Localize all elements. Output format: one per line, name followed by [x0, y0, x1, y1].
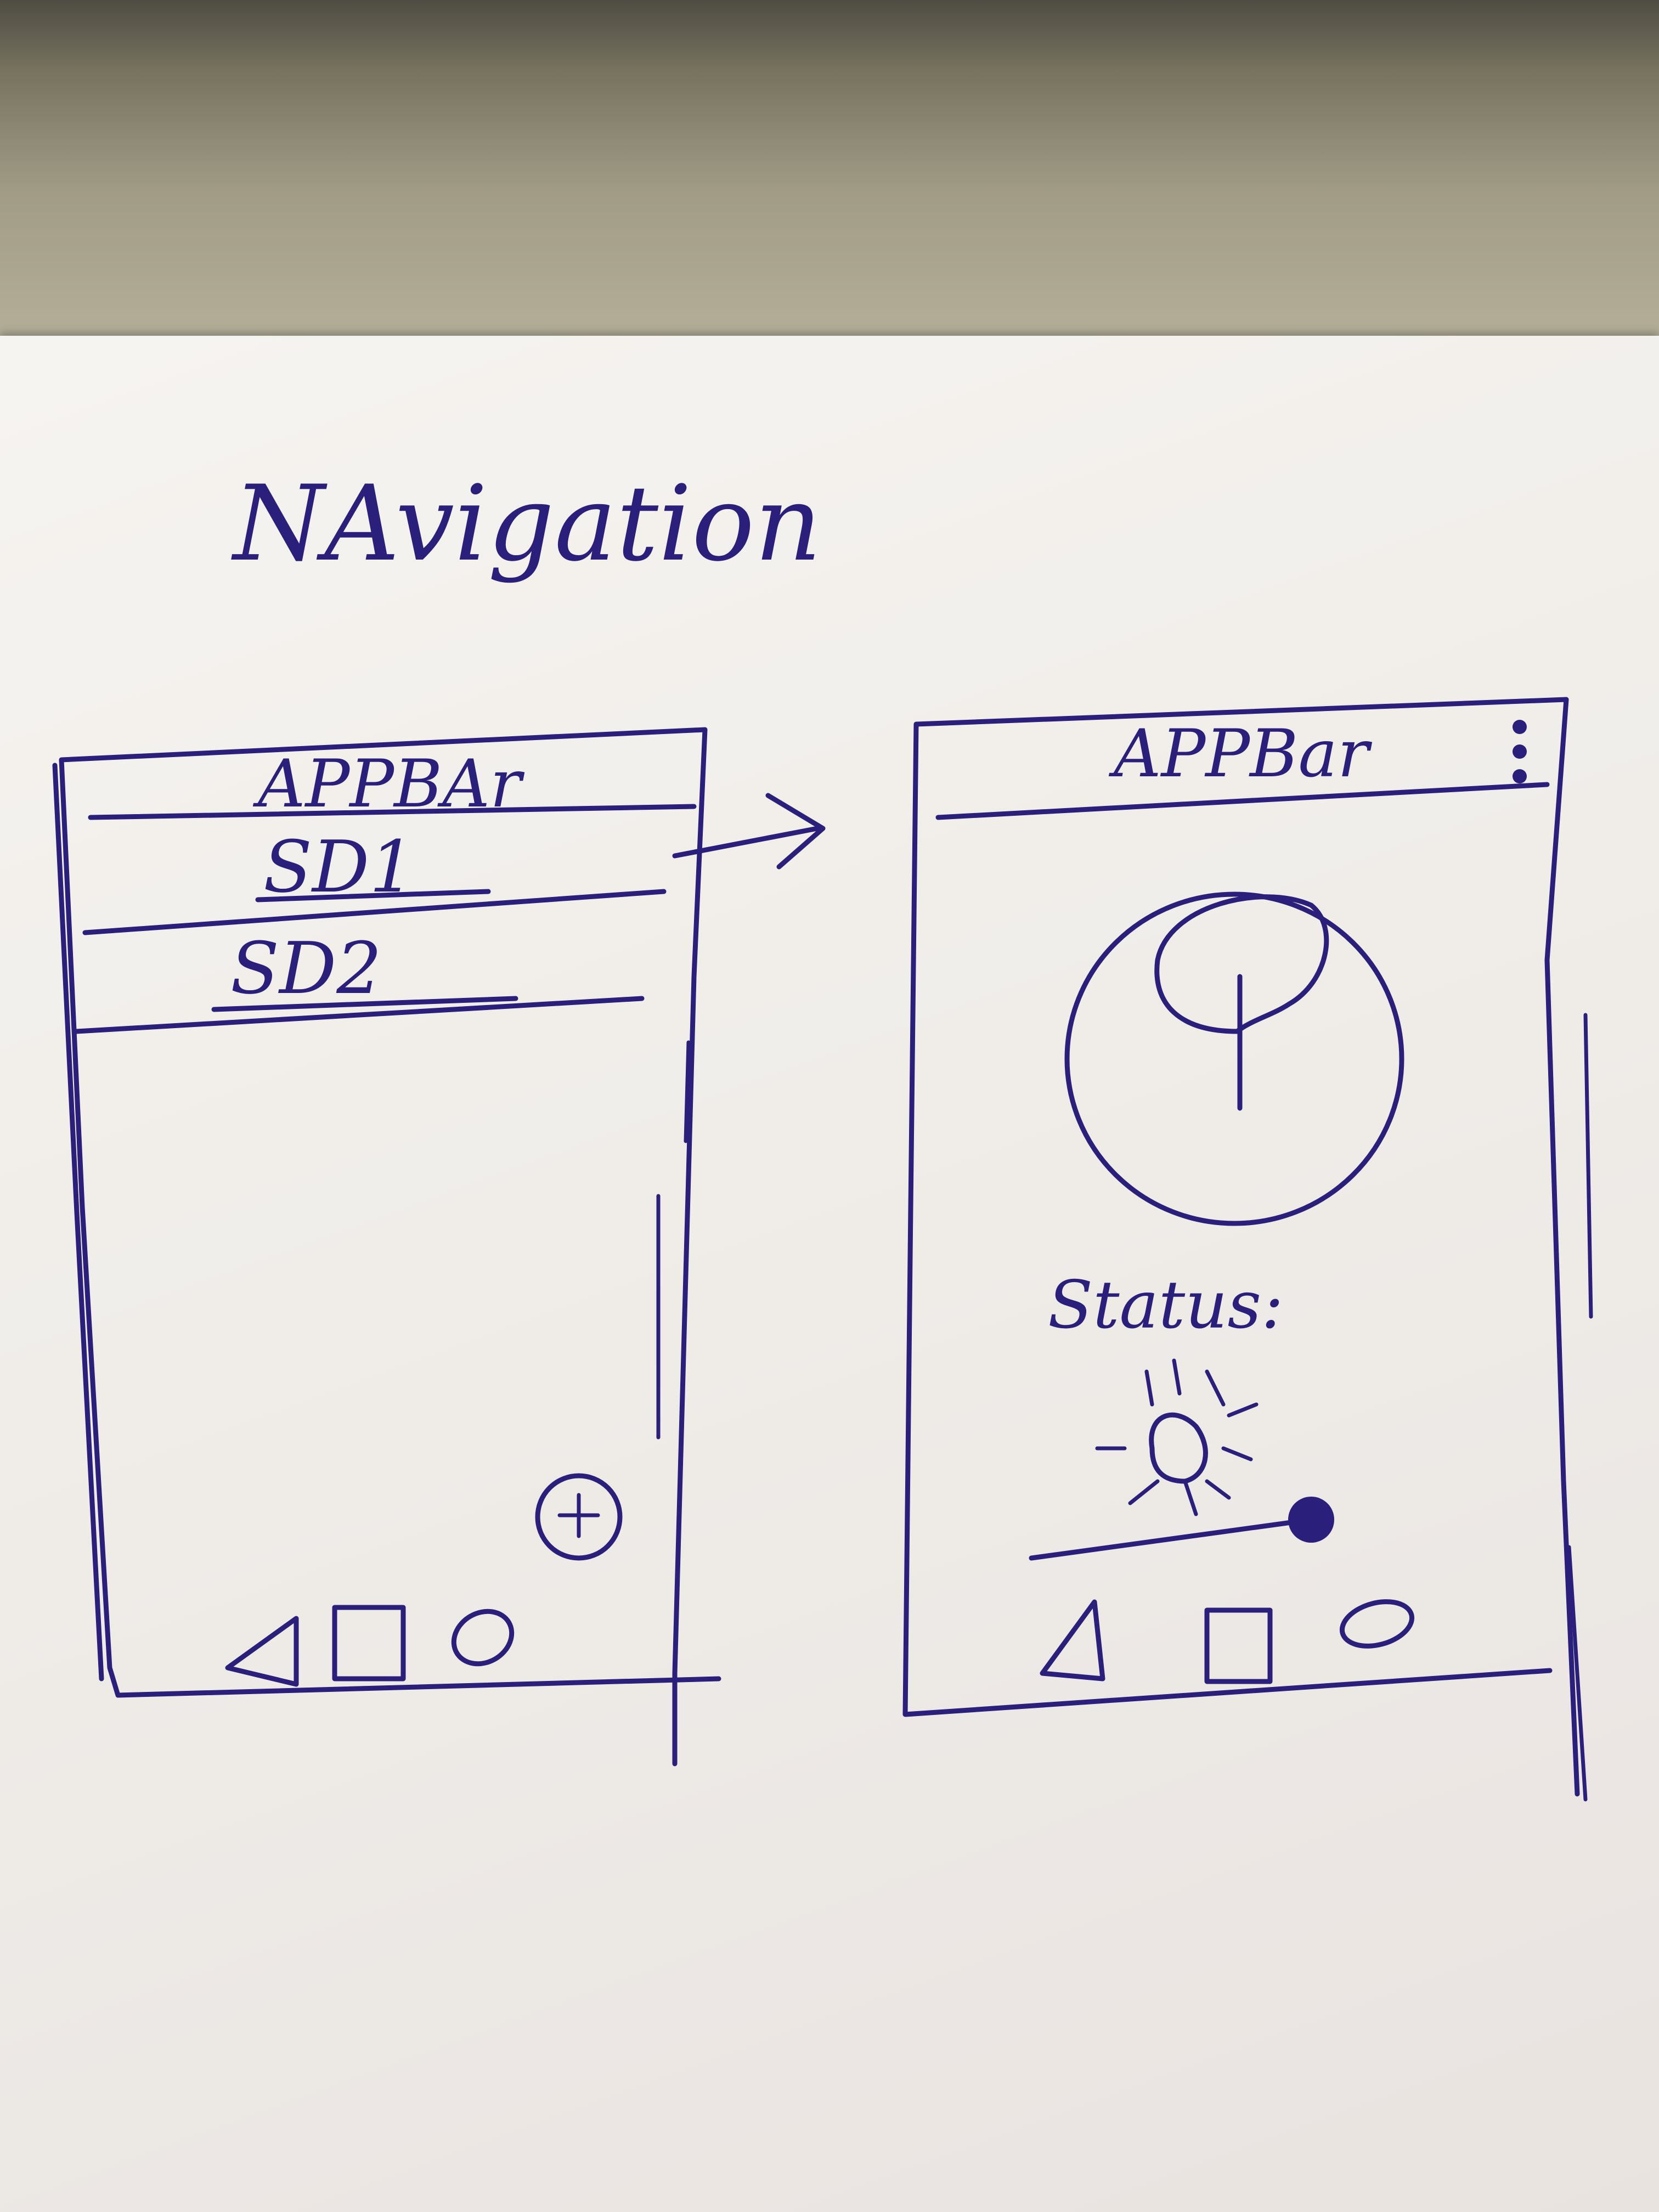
- lightbulb-icon: [1154, 894, 1329, 1111]
- recents-circle-icon[interactable]: [1337, 1594, 1417, 1653]
- list-item-divider: [74, 996, 645, 1034]
- appbar-left: APPBAr: [88, 746, 697, 822]
- status-label: Status:: [1048, 1267, 1284, 1344]
- recents-circle-icon[interactable]: [444, 1601, 521, 1674]
- system-nav-left: [225, 1601, 521, 1687]
- main-toggle-button[interactable]: [1064, 891, 1404, 1226]
- page-title: NAvigation: [231, 463, 822, 584]
- list-item-sd2[interactable]: SD2: [74, 927, 645, 1034]
- brightness-slider[interactable]: [1029, 1497, 1334, 1561]
- appbar-divider-right: [935, 782, 1550, 820]
- fab-add-button[interactable]: [535, 1473, 623, 1561]
- back-triangle-icon[interactable]: [1040, 1599, 1105, 1681]
- phone-frame-left: [52, 727, 721, 1767]
- slider-thumb[interactable]: [1288, 1497, 1334, 1543]
- desk-background: [0, 0, 1659, 351]
- home-square-icon[interactable]: [1204, 1607, 1273, 1684]
- phone-frame-left-second-stroke: [656, 1040, 691, 1440]
- list-item-divider: [82, 889, 667, 935]
- main-circle: [1064, 891, 1404, 1226]
- home-square-icon[interactable]: [332, 1605, 406, 1681]
- paper-sheet: [0, 336, 1659, 2212]
- appbar-right: APPBar: [935, 716, 1550, 820]
- system-nav-right: [1040, 1594, 1417, 1684]
- plus-icon: [557, 1493, 600, 1538]
- back-triangle-icon[interactable]: [225, 1616, 299, 1687]
- phone-frame-right: [902, 697, 1580, 1797]
- sun-icon: [1095, 1358, 1259, 1516]
- more-vert-icon[interactable]: [1513, 720, 1527, 783]
- phone-frame-right-second-stroke: [1567, 1013, 1593, 1802]
- slider-track: [1029, 1517, 1314, 1561]
- list-item-label: SD2: [230, 927, 382, 1010]
- arrow-right-icon: [672, 793, 826, 870]
- appbar-divider-left: [88, 804, 697, 820]
- screen-left: APPBAr SD1 SD2: [52, 727, 721, 1767]
- appbar-title-right: APPBar: [1108, 716, 1373, 792]
- screen-right: APPBar Status:: [902, 697, 1593, 1802]
- list-item-sd1[interactable]: SD1: [82, 825, 667, 935]
- fab-circle: [535, 1473, 623, 1561]
